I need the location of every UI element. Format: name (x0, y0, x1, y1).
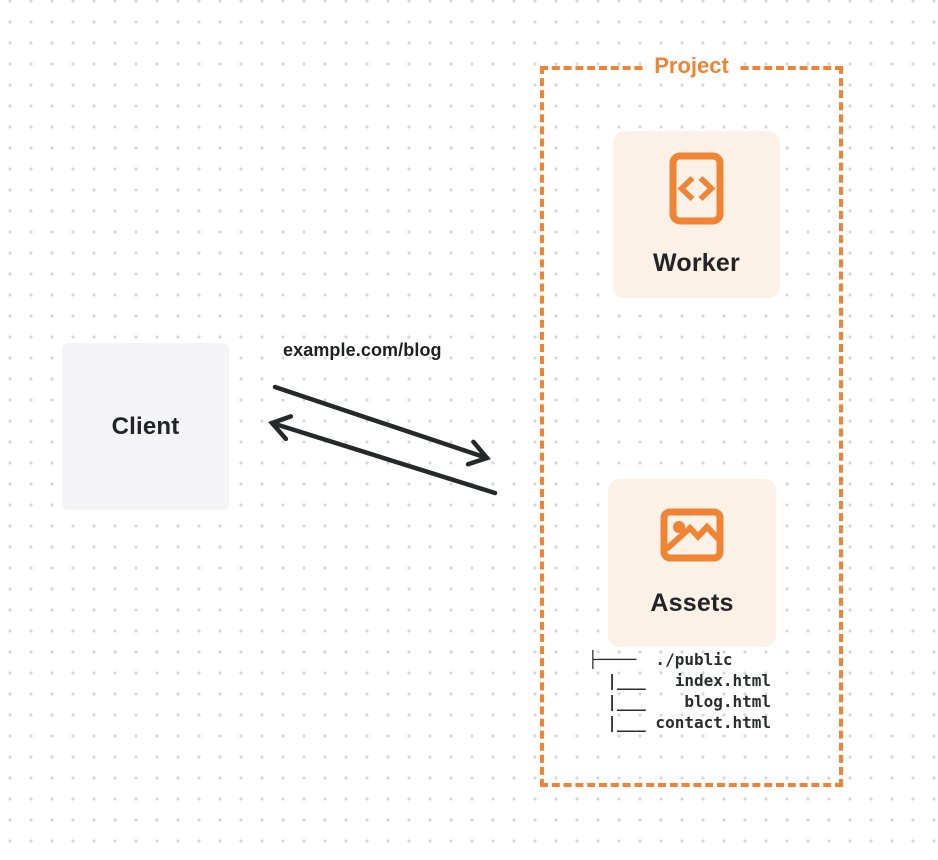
request-url-label: example.com/blog (283, 340, 442, 360)
request-arrow (272, 384, 491, 467)
client-node: Client (62, 343, 229, 510)
project-boundary: Project (540, 53, 843, 787)
project-title: Project (644, 53, 739, 79)
worker-label: Worker (653, 248, 740, 277)
assets-file-tree: ├──── ./public |___ index.html |___ blog… (588, 650, 772, 732)
worker-node: Worker (613, 131, 780, 298)
response-arrow (268, 414, 498, 496)
image-icon (660, 508, 724, 562)
code-file-icon (669, 152, 724, 224)
client-label: Client (111, 412, 180, 440)
request-response-arrows (268, 384, 498, 496)
assets-label: Assets (650, 589, 734, 617)
assets-node: Assets (608, 479, 776, 647)
